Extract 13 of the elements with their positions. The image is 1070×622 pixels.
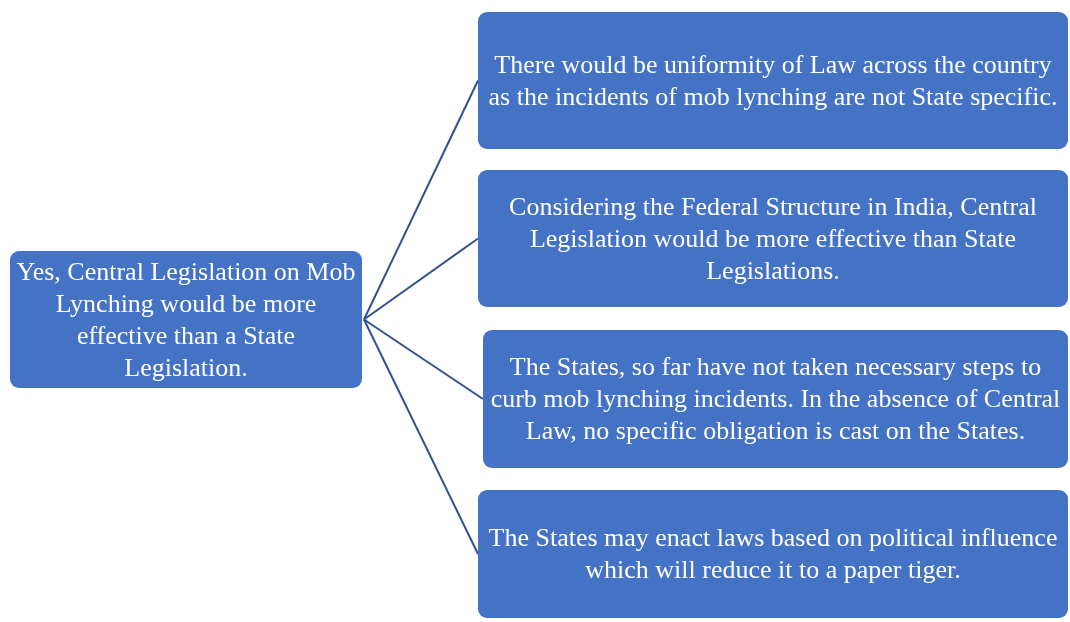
connector-line xyxy=(363,79,479,321)
text-box xyxy=(478,170,1068,307)
box-text: The States, so far have not taken necessary steps to curb mob lynching incidents. In the absence of Central Law, no specific obligation is cast on the States. xyxy=(489,351,1062,447)
connector-line xyxy=(363,237,479,321)
box-text: There would be uniformity of Law across the country as the incidents of mob lynching are not State specific. xyxy=(487,48,1059,113)
box-text: The States may enact laws based on political influence which will reduce it to a paper tiger. xyxy=(487,522,1059,586)
box-text: Considering the Federal Structure in India, Central Legislation would be more effective than State Legislations. xyxy=(508,190,1038,287)
box-text: Yes, Central Legislation on Mob Lynching would be more effective than a State Legislation. xyxy=(16,255,356,384)
text-box xyxy=(478,12,1068,149)
text-box xyxy=(478,490,1068,618)
text-box xyxy=(483,330,1068,468)
connector-line xyxy=(363,318,484,400)
connector-line xyxy=(363,318,479,555)
